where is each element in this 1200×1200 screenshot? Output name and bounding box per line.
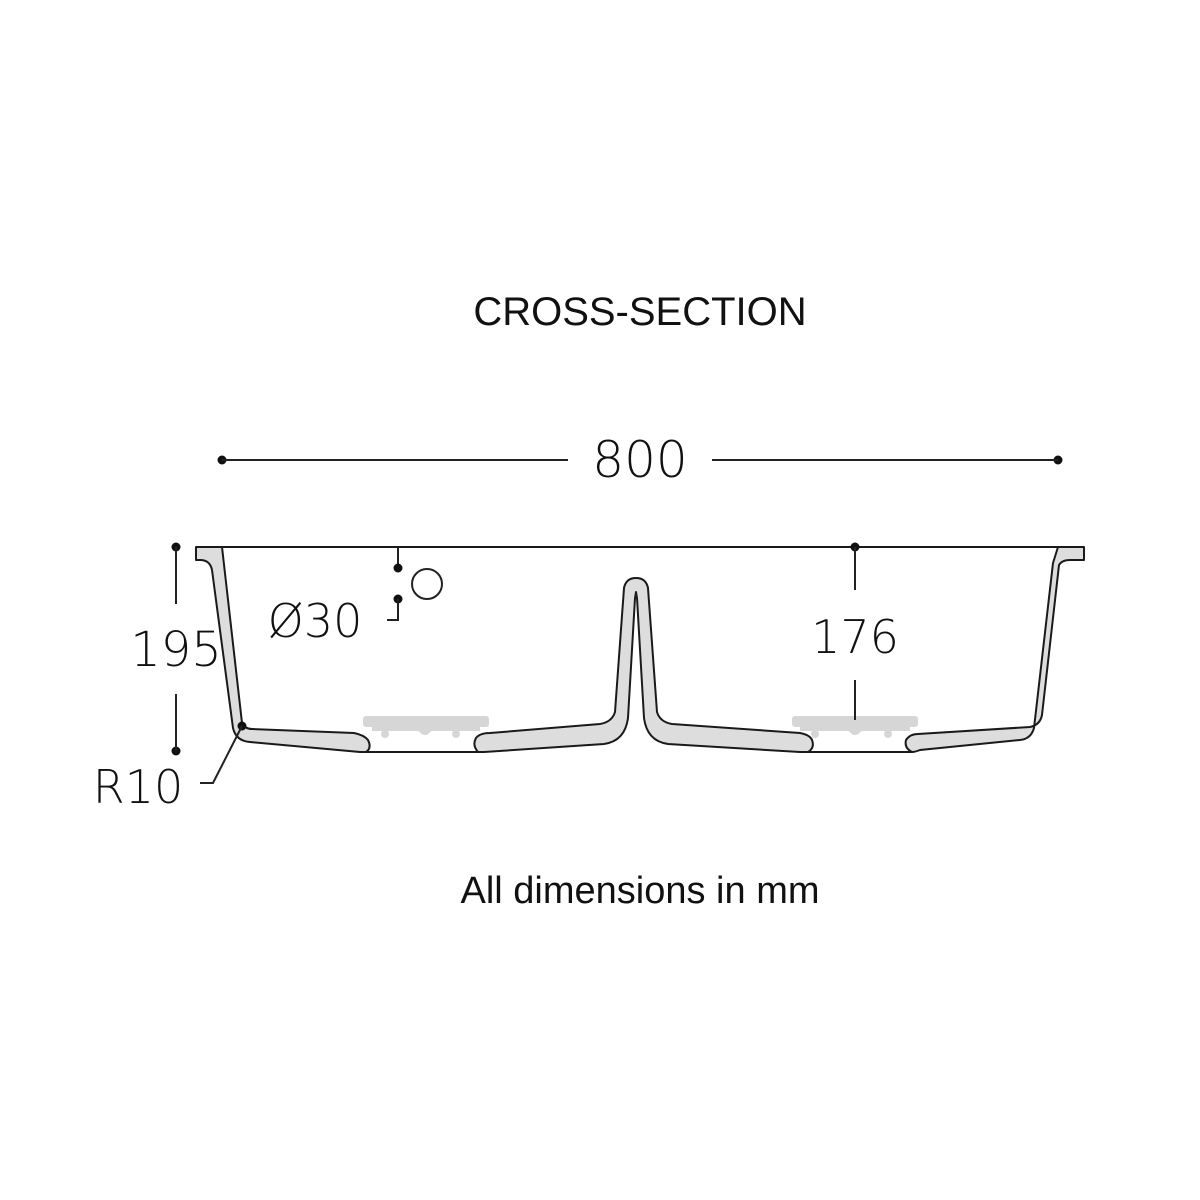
width-label: 800 xyxy=(592,431,687,489)
overflow-dimension: Ø30 xyxy=(268,547,443,648)
overflow-label: Ø30 xyxy=(268,594,363,648)
sink-profile xyxy=(195,546,1085,753)
depth-label: 176 xyxy=(811,610,899,664)
overflow-hole-icon xyxy=(411,568,443,600)
diagram-title: CROSS-SECTION xyxy=(473,290,807,334)
height-label: 195 xyxy=(130,622,222,678)
left-waste-fitting xyxy=(363,716,489,738)
radius-label: R10 xyxy=(93,760,184,814)
units-note: All dimensions in mm xyxy=(460,870,820,912)
height-dimension: 195 xyxy=(130,542,222,756)
width-dimension: 800 xyxy=(217,431,1063,489)
depth-dimension: 176 xyxy=(811,542,899,720)
right-waste-fitting xyxy=(792,716,918,738)
radius-dimension: R10 xyxy=(93,721,247,814)
